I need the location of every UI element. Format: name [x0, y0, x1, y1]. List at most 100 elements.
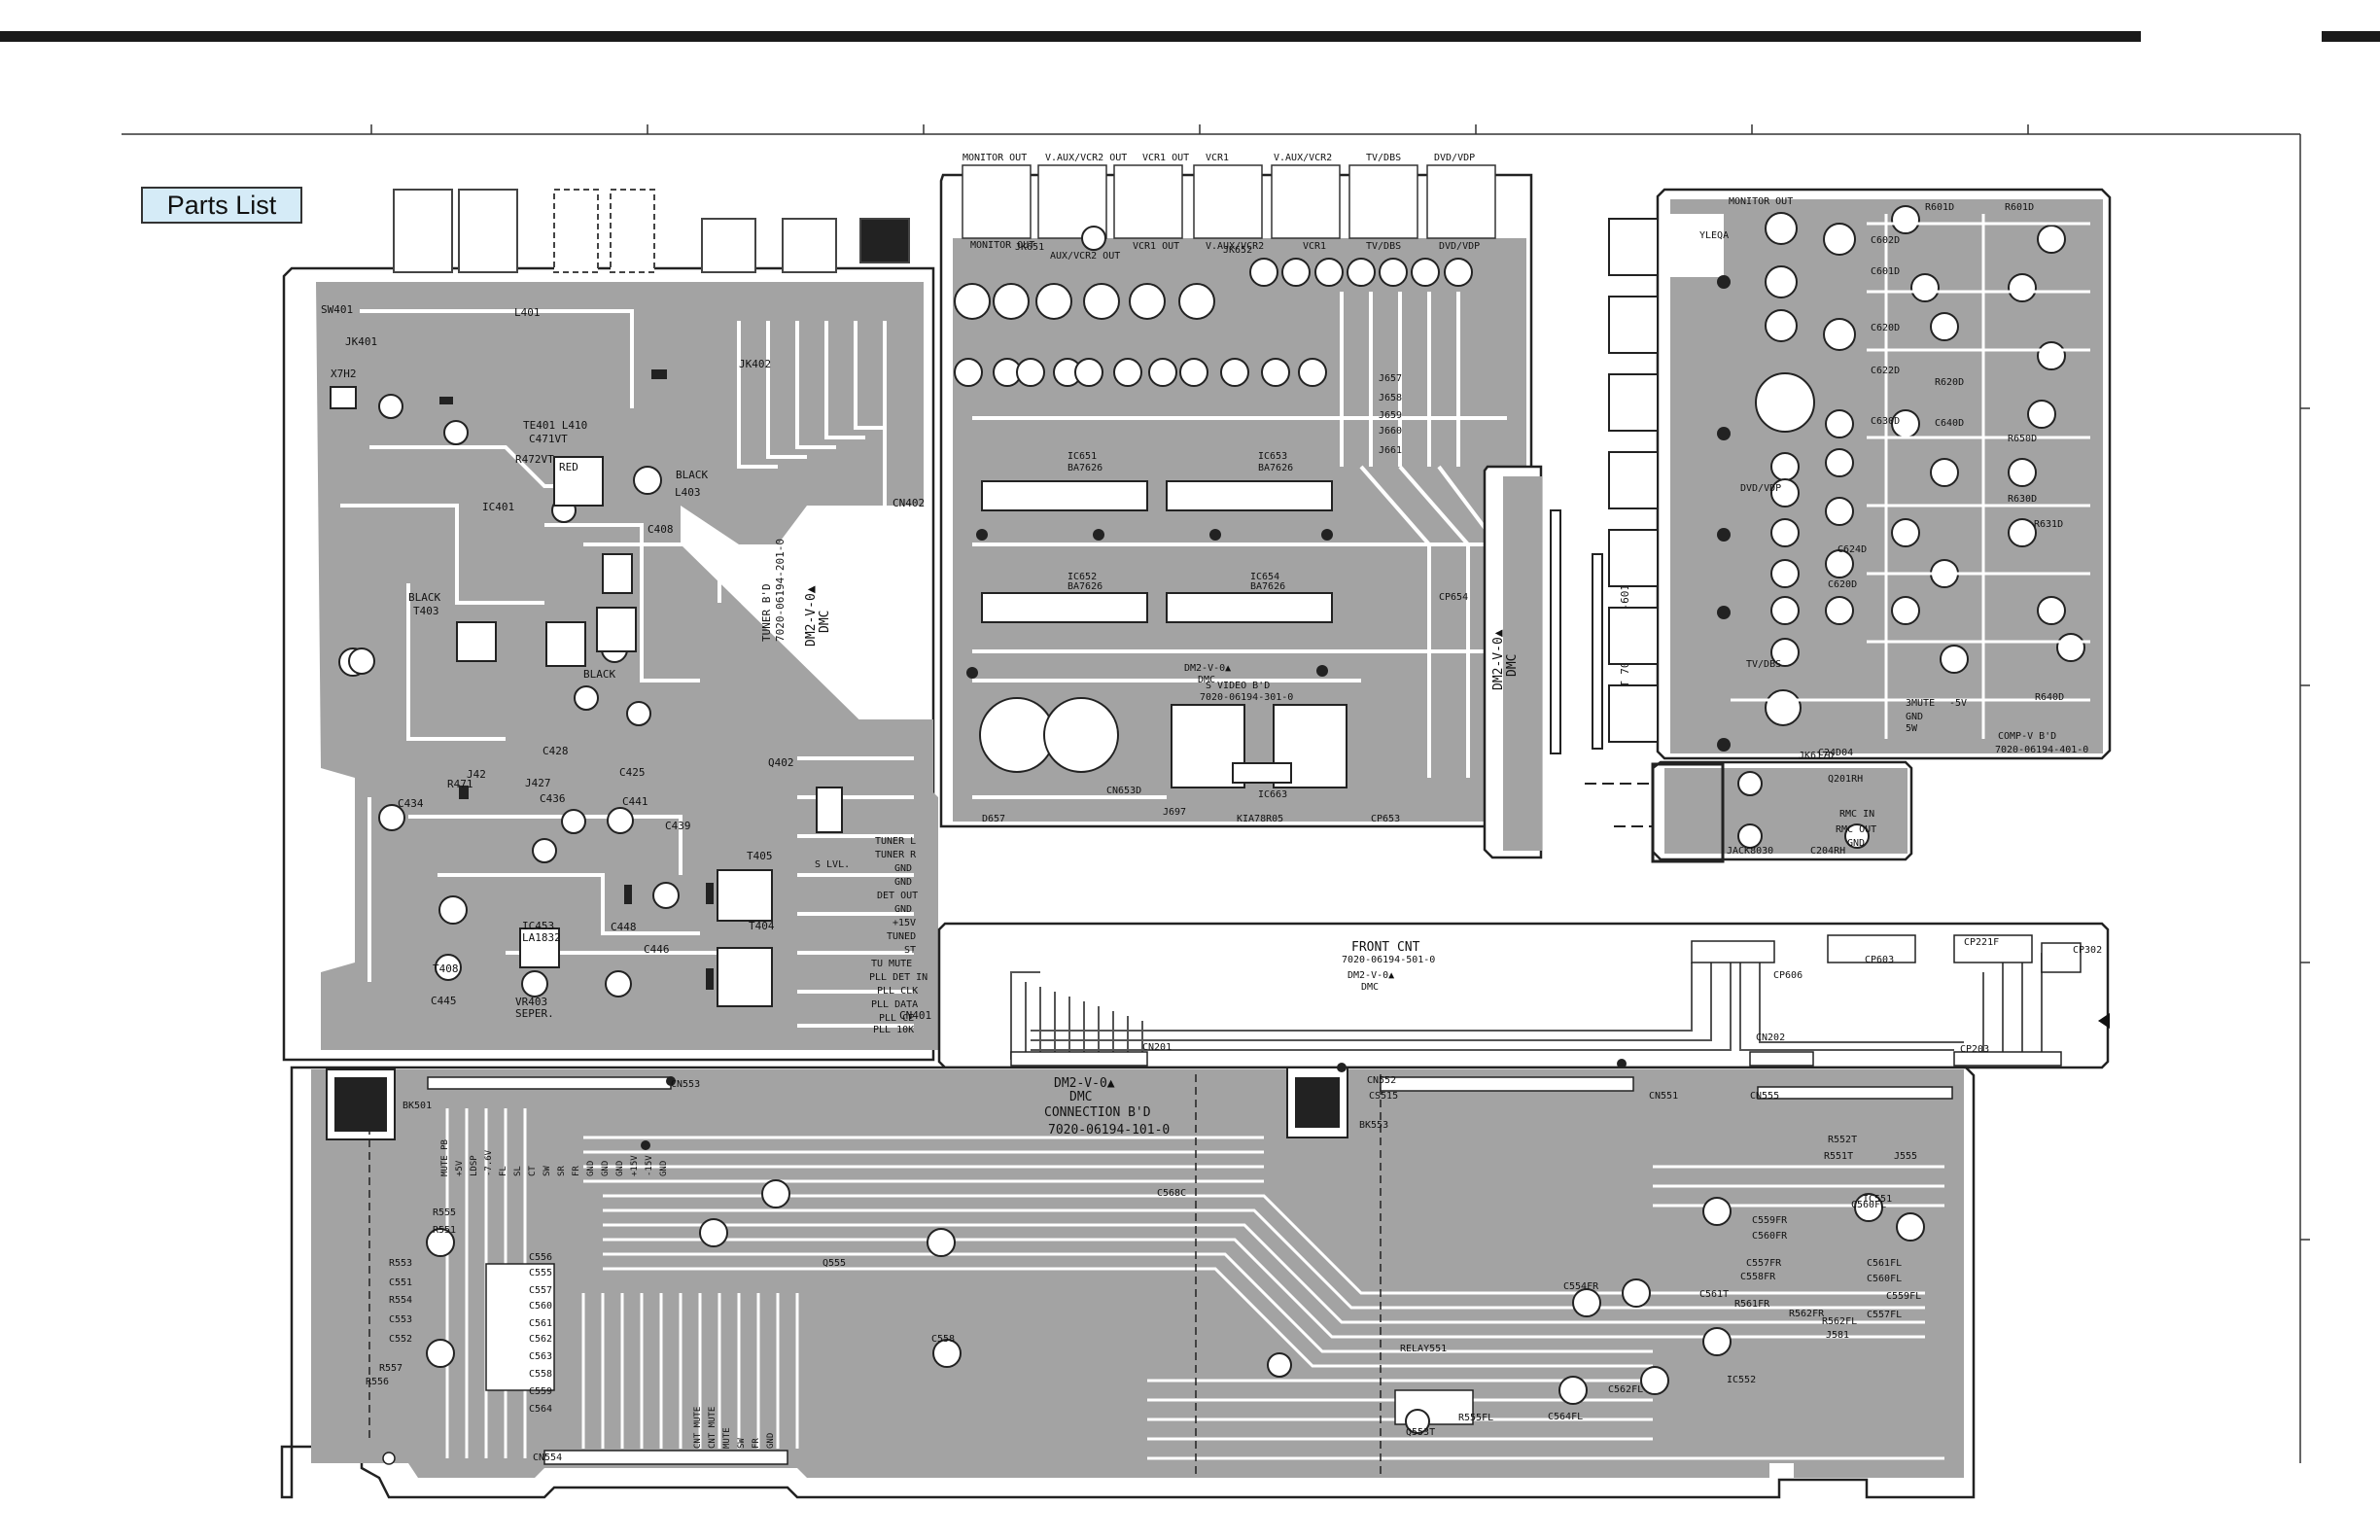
svg-text:MONITOR OUT: MONITOR OUT	[970, 240, 1034, 251]
svg-text:C558: C558	[529, 1369, 552, 1380]
svg-text:JK652: JK652	[1223, 245, 1252, 256]
parts-list-button[interactable]: Parts List	[141, 187, 302, 224]
svg-text:BA7626: BA7626	[1250, 581, 1285, 592]
svg-text:Q201RH: Q201RH	[1828, 774, 1863, 785]
svg-text:C558FR: C558FR	[1740, 1272, 1776, 1282]
svg-text:C439: C439	[665, 820, 691, 832]
svg-text:MUTE PB: MUTE PB	[440, 1139, 450, 1176]
svg-text:CNT MUTE: CNT MUTE	[708, 1407, 718, 1449]
svg-text:KIA78R05: KIA78R05	[1237, 814, 1283, 824]
svg-text:IC651: IC651	[1068, 451, 1097, 462]
svg-text:TUNER B'D: TUNER B'D	[760, 583, 773, 642]
svg-text:PLL DATA: PLL DATA	[871, 999, 918, 1010]
svg-text:JK402: JK402	[739, 358, 771, 370]
svg-text:CT: CT	[528, 1166, 538, 1176]
svg-text:GND: GND	[1847, 838, 1865, 849]
svg-text:T404: T404	[749, 920, 775, 932]
svg-text:PLL 10K: PLL 10K	[873, 1025, 914, 1035]
svg-text:3MUTE: 3MUTE	[1906, 698, 1935, 709]
svg-text:J555: J555	[1894, 1151, 1917, 1162]
svg-text:TU MUTE: TU MUTE	[871, 959, 912, 969]
svg-text:CN201: CN201	[1142, 1042, 1172, 1053]
svg-text:V.AUX/VCR2 OUT: V.AUX/VCR2 OUT	[1045, 153, 1127, 163]
svg-text:SL: SL	[513, 1166, 523, 1176]
svg-text:SEPER.: SEPER.	[515, 1007, 554, 1020]
svg-text:C620D: C620D	[1828, 579, 1857, 590]
svg-text:C434: C434	[398, 797, 424, 810]
svg-text:BLACK: BLACK	[583, 668, 615, 681]
svg-text:TUNER L: TUNER L	[875, 836, 916, 847]
svg-text:GND: GND	[659, 1161, 669, 1176]
svg-text:C560FR: C560FR	[1752, 1231, 1788, 1242]
svg-text:R601D: R601D	[1925, 202, 1954, 213]
svg-text:GND: GND	[894, 877, 912, 888]
svg-text:BA7626: BA7626	[1068, 581, 1102, 592]
svg-text:TE401 L410: TE401 L410	[523, 419, 587, 432]
svg-text:R650D: R650D	[2008, 434, 2037, 444]
svg-text:BK501: BK501	[402, 1101, 432, 1111]
svg-text:C556: C556	[529, 1252, 552, 1263]
svg-text:MONITOR OUT: MONITOR OUT	[962, 153, 1027, 163]
svg-text:C560FL: C560FL	[1867, 1274, 1902, 1284]
svg-text:C601D: C601D	[1871, 266, 1900, 277]
svg-text:R471: R471	[447, 778, 473, 790]
video-cnt-board: VIDEO CNT 7020-06194-601-0 DM2-V-0▲DMC	[1483, 465, 1672, 859]
svg-text:CN402: CN402	[892, 497, 925, 509]
svg-text:C555: C555	[529, 1268, 552, 1278]
drawing-frame	[122, 124, 2310, 1463]
svg-text:SR: SR	[557, 1166, 567, 1176]
svg-text:BA7626: BA7626	[1068, 463, 1102, 473]
svg-text:+15V: +15V	[630, 1155, 640, 1176]
svg-text:Q555: Q555	[822, 1258, 846, 1269]
svg-text:CP302: CP302	[2073, 945, 2102, 956]
svg-text:R562FL: R562FL	[1822, 1316, 1857, 1327]
svg-text:C24D04: C24D04	[1818, 748, 1853, 758]
svg-text:LDSP: LDSP	[470, 1155, 479, 1176]
svg-text:C560: C560	[529, 1301, 552, 1312]
svg-text:C568C: C568C	[1157, 1188, 1186, 1199]
svg-text:PLL CLK: PLL CLK	[877, 986, 918, 997]
svg-text:R557: R557	[379, 1363, 402, 1374]
svg-text:VCR1 OUT: VCR1 OUT	[1133, 241, 1179, 252]
front-cnt-board: FRONT CNT 7020-06194-501-0 DM2-V-0▲DMC C…	[937, 922, 2110, 1069]
svg-text:C471VT: C471VT	[529, 433, 568, 445]
svg-text:C557FR: C557FR	[1746, 1258, 1782, 1269]
svg-text:JK651: JK651	[1015, 242, 1044, 253]
svg-text:R601D: R601D	[2005, 202, 2034, 213]
svg-text:CP203: CP203	[1960, 1044, 1989, 1055]
svg-text:C620D: C620D	[1871, 323, 1900, 333]
svg-text:C630D: C630D	[1871, 416, 1900, 427]
svg-text:C554FR: C554FR	[1563, 1281, 1599, 1292]
svg-text:VCR1 OUT: VCR1 OUT	[1142, 153, 1189, 163]
svg-text:IC654: IC654	[1250, 572, 1279, 582]
svg-text:S LVL.: S LVL.	[815, 859, 850, 870]
svg-text:SW401: SW401	[321, 303, 353, 316]
svg-text:FR: FR	[572, 1166, 581, 1176]
svg-text:CN555: CN555	[1750, 1091, 1779, 1102]
header-rule-right	[2322, 31, 2380, 42]
svg-text:MUTE: MUTE	[722, 1427, 732, 1449]
svg-text:R553: R553	[389, 1258, 412, 1269]
svg-text:-5V: -5V	[1949, 698, 1967, 709]
svg-text:R630D: R630D	[2008, 494, 2037, 505]
svg-text:CNT MUTE: CNT MUTE	[693, 1407, 703, 1449]
svg-text:BA7626: BA7626	[1258, 463, 1293, 473]
svg-text:C559: C559	[529, 1386, 552, 1397]
svg-text:R561FR: R561FR	[1734, 1299, 1770, 1310]
svg-text:ST: ST	[904, 945, 916, 956]
svg-text:C561FL: C561FL	[1867, 1258, 1902, 1269]
svg-text:VCR1: VCR1	[1206, 153, 1229, 163]
svg-text:C448: C448	[611, 921, 637, 933]
svg-text:CN554: CN554	[533, 1452, 562, 1463]
svg-text:7020-06194-501-0: 7020-06194-501-0	[1342, 955, 1435, 965]
header-rule	[0, 31, 2141, 42]
svg-text:RMC IN: RMC IN	[1839, 809, 1874, 820]
svg-text:7020-06194-201-0: 7020-06194-201-0	[774, 539, 787, 642]
svg-text:7020-06194-301-0: 7020-06194-301-0	[1200, 692, 1293, 703]
svg-text:R640D: R640D	[2035, 692, 2064, 703]
svg-text:C560FL: C560FL	[1851, 1200, 1886, 1210]
svg-text:SW: SW	[542, 1166, 552, 1176]
svg-text:DMC: DMC	[1198, 675, 1215, 685]
svg-text:DET OUT: DET OUT	[877, 891, 918, 901]
svg-text:DVD/VDP: DVD/VDP	[1434, 153, 1475, 163]
